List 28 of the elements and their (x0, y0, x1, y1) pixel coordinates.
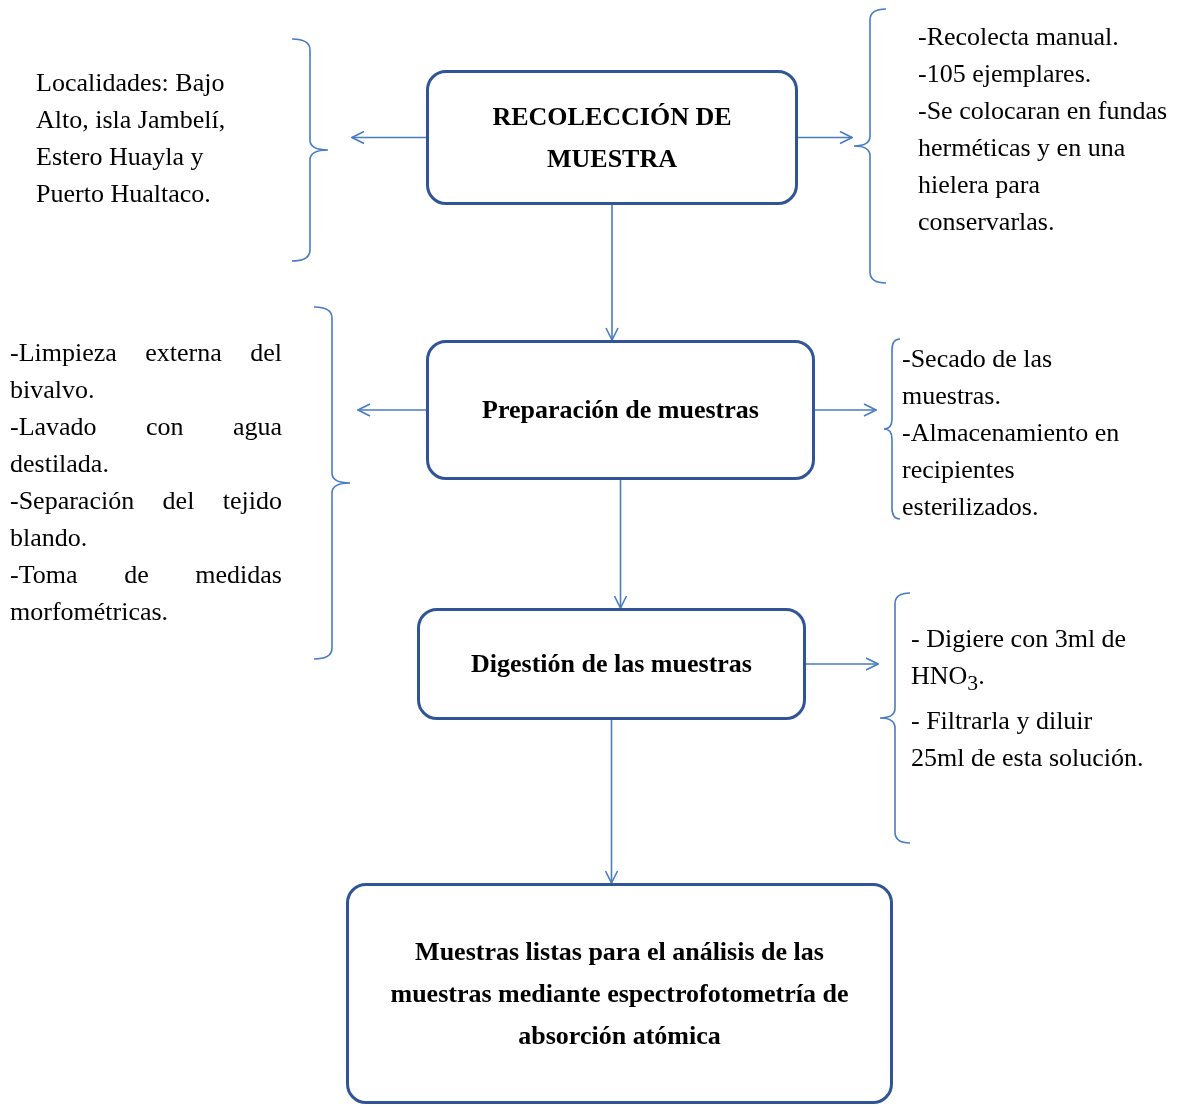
process-box (426, 340, 815, 480)
step-title: RECOLECCIÓN DE MUESTRA (491, 100, 733, 175)
note-text: -Lavado con agua destilada. (10, 411, 282, 480)
note-text: - Filtrarla y diluir 25ml de esta solución. (911, 705, 1145, 775)
process-box (426, 70, 798, 205)
arrow (814, 403, 877, 417)
arrow (605, 204, 619, 341)
arrow (613, 479, 628, 609)
arrow (604, 719, 619, 884)
note-text: -Se colocaran en fundas herméticas y en una hielera para conservarlas. (918, 95, 1169, 238)
note-text: -Separación del tejido blando. (10, 485, 282, 554)
step-title: Muestras listas para el análisis de las muestras mediante espectrofotometría de absorción atómica (389, 935, 850, 1052)
note-text: -Almacenamiento en recipientes esterilizados. (902, 417, 1121, 523)
process-box (417, 608, 806, 720)
step-title: Preparación de muestras (482, 394, 759, 426)
arrow (797, 130, 853, 145)
note-text: -Secado de las muestras. (902, 343, 1054, 412)
note-text: - Digiere con 3ml de HNO$_{3}$. (911, 623, 1128, 698)
step-title: Digestión de las muestras (471, 648, 752, 680)
note-text: -Limpieza externa del bivalvo. (10, 337, 282, 406)
note-text: -Recolecta manual. (918, 21, 1120, 53)
note-text: -Toma de medidas morfométricas. (10, 559, 282, 628)
arrow (805, 657, 879, 671)
process-box (346, 883, 893, 1104)
arrow (357, 403, 427, 417)
arrow (351, 130, 427, 145)
note-text: -105 ejemplares. (918, 58, 1093, 90)
note-text: Localidades: Bajo Alto, isla Jambelí, Estero Huayla y Puerto Hualtaco. (36, 67, 227, 210)
